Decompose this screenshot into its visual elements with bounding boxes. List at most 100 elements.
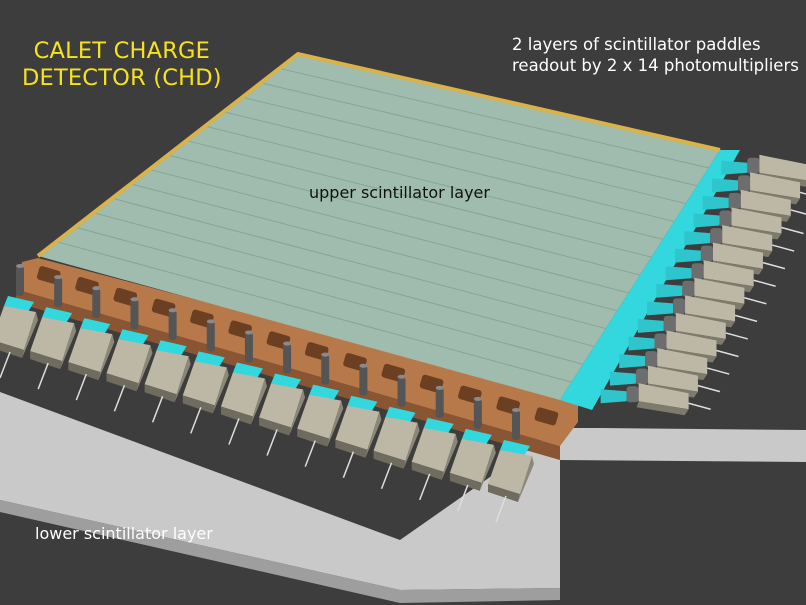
pmt-body [675,312,726,339]
light-guide [619,354,646,369]
paddle-divider [242,96,686,205]
pmt-cable [707,367,730,375]
plane-edge-trim [36,51,721,258]
pmt-side [250,378,267,425]
pmt-post [359,365,368,396]
pmt-post [321,354,330,385]
paddle-divider [260,82,698,187]
pmt-cable [0,351,11,379]
paddle-divider [167,154,641,276]
pmt-body [297,394,342,439]
lower-photomultiplier [373,374,420,490]
pmt-body [411,427,456,472]
light-guide [684,231,711,246]
pmt-cable [37,362,49,390]
pmt-body [722,225,773,252]
frame-side [14,290,560,460]
light-guide [194,351,225,368]
pmt-bottom [30,351,63,370]
pmt-post-cap [283,341,292,346]
pmt-body [740,189,791,216]
pmt-body [0,306,36,350]
pmt-body [488,450,532,494]
pmt-post [435,387,444,418]
pmt-post-cap [130,297,139,302]
pmt-cable [725,332,748,340]
pmt-side [636,401,689,416]
lower-photomultiplier [144,308,191,423]
lower-photomultiplier [335,363,382,478]
pmt-side [22,312,38,358]
upper-photomultiplier-row [600,154,806,416]
frame-cutout [534,407,559,426]
pmt-body [694,277,745,304]
pmt-post-cap [473,396,482,401]
pmt-post [206,321,215,352]
upper-layer-label: upper scintillator layer [309,183,490,202]
pmt-post-cap [244,330,253,335]
pmt-coupler [663,315,676,332]
diagram-title: CALET CHARGE DETECTOR (CHD) [22,38,222,91]
pmt-body [703,260,754,287]
pmt-bottom [411,461,444,480]
pmt-cable [697,384,721,393]
pmt-side [174,356,191,403]
pmt-post-cap [92,286,101,291]
pmt-coupler [747,157,760,174]
pmt-cable [266,429,278,456]
pmt-side [289,389,306,436]
pmt-body [759,154,806,181]
light-guide [156,340,187,357]
pmt-cable [781,226,804,235]
pmt-cable [75,373,88,401]
pmt-body [750,172,801,199]
lower-photomultiplier-row [0,264,534,523]
pmt-cable [228,418,240,445]
pmt-post [16,266,24,296]
light-guide [232,362,263,379]
pmt-bottom [488,484,520,502]
pmt-bottom [0,342,24,358]
pmt-post [512,410,520,440]
light-guide [665,266,692,281]
pmt-body [335,405,380,450]
pmt-cable [744,297,767,305]
pmt-post-cap [16,264,24,268]
pmt-bottom [259,417,292,436]
lower-photomultiplier [297,352,344,467]
light-guide [118,329,149,346]
lower-photomultiplier [488,408,534,523]
pmt-coupler [654,333,667,350]
lower-photomultiplier [68,286,115,401]
pmt-post [54,277,63,308]
pmt-cable [734,314,758,323]
lower-photomultiplier [259,341,306,456]
lower-layer-label: lower scintillator layer [35,524,213,543]
pmt-post-cap [54,275,63,280]
base-plate-edge [0,500,560,603]
paddle-divider [149,168,629,294]
pmt-body [68,328,113,373]
pmt-side [136,345,153,392]
pmt-body [259,383,304,428]
pmt-body [30,317,75,362]
pmt-bottom [220,406,253,425]
light-guide [712,178,739,193]
lower-photomultiplier [411,385,458,501]
paddle-divider [279,67,709,169]
light-guide [600,389,627,404]
pmt-post-cap [359,363,368,368]
pmt-side [403,422,420,469]
paddle-divider [93,212,595,347]
paddle-divider [130,183,618,312]
light-guide [500,440,530,456]
pmt-body [657,348,708,375]
pmt-cable [716,349,739,358]
lower-scintillator-base [0,392,806,603]
paddle-divider [56,241,572,383]
paddle-divider [223,111,675,222]
light-guide [721,160,748,175]
pmt-cable [304,440,316,467]
lower-photomultiplier [220,330,267,445]
light-guide [656,283,683,298]
